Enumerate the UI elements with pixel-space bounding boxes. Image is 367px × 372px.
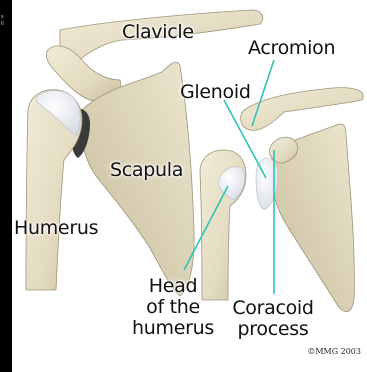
acromion-right <box>241 88 364 131</box>
scapula-label: Scapula <box>110 160 183 181</box>
side-text: s ll <box>1 14 4 28</box>
clavicle-label: Clavicle <box>122 22 194 43</box>
coracoid-process-label: Coracoid process <box>224 298 322 340</box>
acromion-label: Acromion <box>248 38 335 59</box>
head-of-humerus-label-line: of the <box>130 297 216 318</box>
head-of-humerus-label: Head of the humerus <box>130 276 216 339</box>
head-of-humerus-label-line: Head <box>130 276 216 297</box>
head-of-humerus-label-line: humerus <box>130 318 216 339</box>
illustration-frame: Clavicle Acromion Glenoid Scapula Humeru… <box>12 0 367 372</box>
coracoid-process-label-line: process <box>224 319 322 340</box>
coracoid-process-label-line: Coracoid <box>224 298 322 319</box>
glenoid-label: Glenoid <box>180 82 251 103</box>
copyright-text: ©MMG 2003 <box>307 347 361 356</box>
side-text-line: s <box>1 14 4 21</box>
humerus-label: Humerus <box>14 218 98 239</box>
side-text-line: ll <box>1 21 4 28</box>
